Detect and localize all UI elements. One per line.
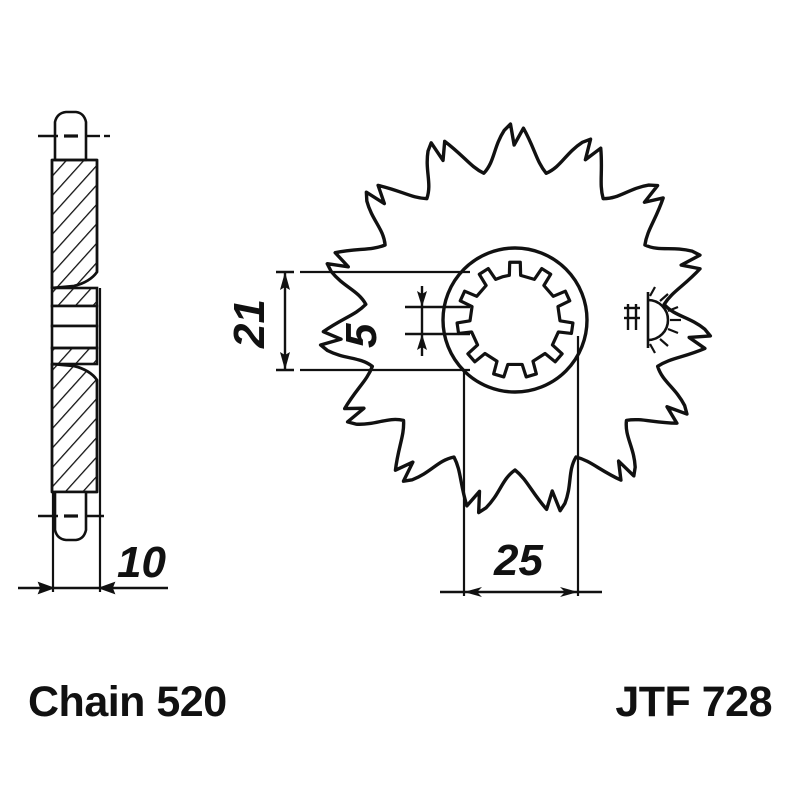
knurl-symbol-icon (624, 286, 681, 354)
dimension-5-arrow-top (417, 291, 427, 307)
sprocket-front-view: 21 5 25 (225, 122, 713, 597)
sprocket-side-section-view: 10 (18, 110, 168, 595)
part-number-label: JTF 728 (615, 678, 772, 726)
side-view-hub-section (50, 286, 99, 366)
dimension-10-arrow-left (37, 581, 56, 595)
chain-label: Chain 520 (28, 678, 227, 726)
side-view-upper-outline (50, 158, 99, 290)
side-view-upper-hatch (52, 160, 97, 288)
dimension-10: 10 (18, 538, 168, 595)
dimension-21: 21 (225, 270, 294, 372)
dimension-5-value: 5 (337, 323, 386, 348)
dimension-21-arrow-bottom (280, 352, 290, 370)
side-view-lower-hatch (52, 364, 97, 492)
dimension-25-arrow-left (464, 587, 482, 597)
dimension-25-value: 25 (493, 536, 543, 585)
dimension-21-value: 21 (225, 299, 274, 349)
dimension-5: 5 (337, 286, 427, 356)
side-view-lower-outline (50, 362, 99, 494)
dimension-10-arrow-right (97, 581, 116, 595)
bore-spline-profile (455, 260, 575, 379)
dimension-5-arrow-bottom (417, 334, 427, 350)
dimension-25-arrow-right (560, 587, 578, 597)
knurl-symbol-mark (624, 304, 640, 330)
dimension-10-value: 10 (117, 538, 166, 587)
dimension-25: 25 (440, 536, 602, 597)
dimension-21-arrow-top (280, 272, 290, 290)
